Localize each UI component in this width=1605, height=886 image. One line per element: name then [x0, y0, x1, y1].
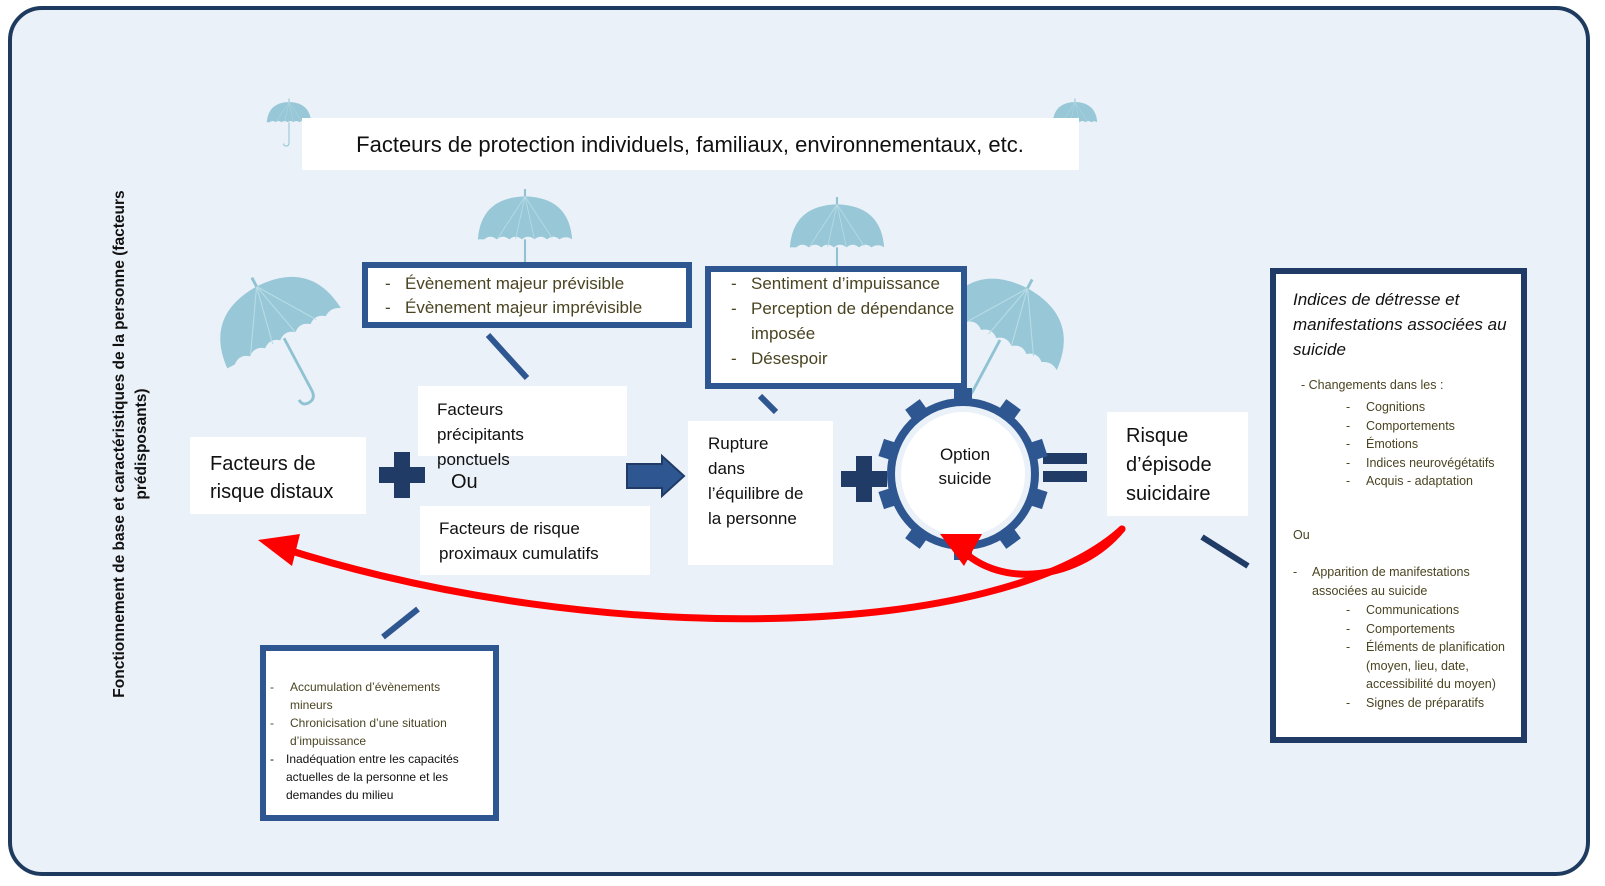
umbrella-icon [193, 245, 375, 431]
gear-tooth [1024, 438, 1048, 462]
gear-tooth [1024, 486, 1048, 510]
gear-tooth [878, 486, 902, 510]
changes-list: Cognitions Comportements Émotions Indice… [1346, 398, 1496, 491]
event-item: Évènement majeur imprévisible [385, 296, 685, 320]
event-item: Évènement majeur prévisible [385, 272, 685, 296]
equals-icon [1043, 453, 1087, 482]
gear-tooth [954, 388, 972, 406]
cumulative-item: Chronicisation d’une situation d’impuiss… [270, 714, 475, 750]
risk-box [1107, 412, 1248, 516]
distal-box [190, 437, 366, 514]
proximal-label: Facteurs de risque proximaux cumulatifs [439, 519, 599, 563]
manifest-item: Communications [1346, 601, 1511, 620]
change-item: Acquis - adaptation [1346, 472, 1496, 491]
distal-label: Facteurs de risque distaux [210, 453, 334, 503]
cumulative-box: Accumulation d’évènements mineurs Chroni… [260, 645, 499, 821]
option-label: Option suicide [938, 445, 992, 488]
rupture-label: Rupture dans l’équilibre de la personne [708, 434, 804, 528]
rupture-item: Sentiment d’impuissance [731, 272, 961, 296]
plus-icon [841, 456, 887, 502]
gear-tooth [878, 438, 902, 462]
change-item: Indices neurovégétatifs [1346, 454, 1496, 473]
cumulative-item: Inadéquation entre les capacités actuell… [270, 750, 475, 804]
cumulative-list: Accumulation d’évènements mineurs Chroni… [270, 678, 475, 804]
change-item: Cognitions [1346, 398, 1496, 417]
gear-tooth [995, 523, 1021, 549]
rupture-item: Perception de dépendance imposée [731, 296, 961, 346]
protection-title-box [302, 118, 1079, 170]
precipitating-label: Facteurs précipitants ponctuels [437, 400, 524, 469]
rupture-box [688, 421, 833, 565]
side-label: Fonctionnement de base et caractéristiqu… [111, 190, 150, 698]
gear-icon [878, 388, 1048, 560]
indices-box: Indices de détresse et manifestations as… [1270, 268, 1527, 743]
indices-title: Indices de détresse et manifestations as… [1293, 290, 1507, 359]
rupture-item: Désespoir [731, 346, 961, 371]
protection-title: Facteurs de protection individuels, fami… [356, 132, 1024, 157]
manifest-list: Communications Comportements Éléments de… [1346, 601, 1511, 712]
changes-heading: - Changements dans les : [1301, 378, 1444, 392]
change-item: Comportements [1346, 417, 1496, 436]
manifest-item: Comportements [1346, 620, 1511, 639]
manifest-heading-list: Apparition de manifestations associées a… [1293, 563, 1503, 600]
rupture-items-list: Sentiment d’impuissance Perception de dé… [731, 272, 961, 371]
indices-or: Ou [1293, 528, 1310, 542]
curved-arrow-icon [278, 525, 1126, 623]
arrow-right-icon [626, 453, 686, 499]
cumulative-item: Accumulation d’évènements mineurs [270, 678, 475, 714]
manifest-item: Éléments de planification (moyen, lieu, … [1346, 638, 1511, 694]
gear-tooth [905, 399, 931, 425]
rupture-items-box: Sentiment d’impuissance Perception de dé… [705, 266, 967, 389]
events-list: Évènement majeur prévisible Évènement ma… [385, 272, 685, 320]
gear-tooth [905, 523, 931, 549]
precipitating-box [418, 386, 627, 456]
or-label: Ou [451, 471, 478, 493]
change-item: Émotions [1346, 435, 1496, 454]
plus-icon [379, 452, 425, 498]
risk-label: Risque d’épisode suicidaire [1126, 425, 1212, 505]
manifest-item: Signes de préparatifs [1346, 694, 1511, 713]
manifest-heading: Apparition de manifestations associées a… [1293, 563, 1503, 600]
gear-center [901, 412, 1025, 536]
gear-tooth [995, 399, 1021, 425]
proximal-box [420, 506, 650, 575]
